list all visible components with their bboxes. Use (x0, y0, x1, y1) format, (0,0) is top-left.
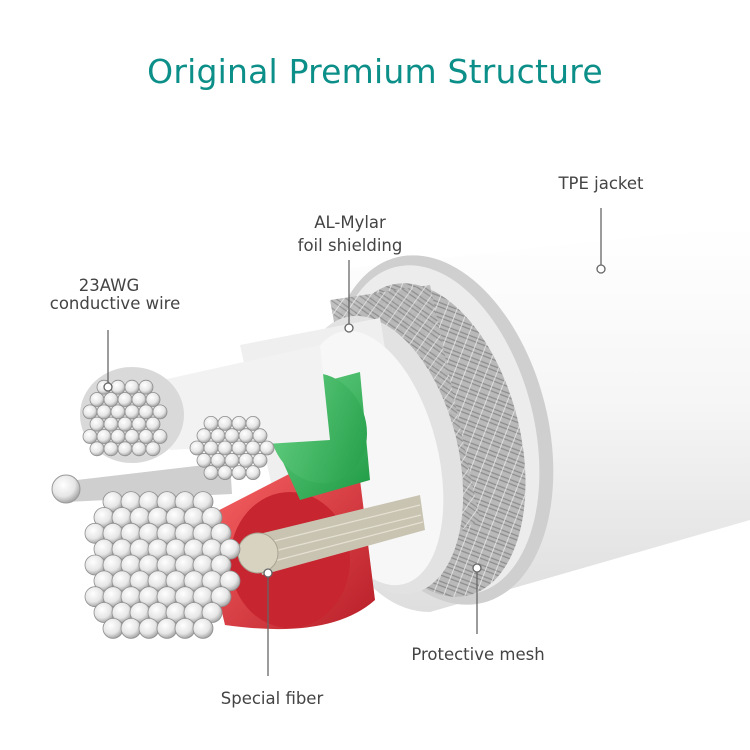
wire-strand-end (210, 586, 232, 608)
wire-strand-end (145, 416, 161, 432)
wire-strand-end (131, 416, 147, 432)
label-awg-line2: conductive wire (49, 294, 181, 313)
wire-strand-end (124, 379, 140, 395)
wire-strand-end (259, 440, 275, 456)
wire-strand-end (138, 379, 154, 395)
wire-strand-end (120, 617, 142, 639)
wire-strand-end (192, 617, 214, 639)
wire-strand-end (252, 428, 268, 444)
label-mylar-line2: foil shielding (297, 236, 403, 255)
wire-strand-end (192, 491, 214, 513)
wire-strand-end (245, 465, 261, 481)
wire-strand-end (210, 522, 232, 544)
wire-strand-end (156, 617, 178, 639)
wire-strand-end (196, 428, 212, 444)
wire-strand-end (110, 404, 126, 420)
drain-wire (51, 462, 232, 504)
dot-tpe (596, 264, 606, 274)
wire-strand-end (201, 602, 223, 623)
special-fiber (237, 495, 425, 575)
wire-strand-end (174, 617, 196, 639)
label-protective-mesh: Protective mesh (411, 645, 545, 664)
wire-strand-end (203, 440, 219, 456)
dot-awg (103, 382, 113, 392)
dot-mesh (472, 563, 482, 573)
wire-strand-end (89, 392, 105, 407)
wire-strand-end (145, 441, 161, 457)
dot-fiber (263, 568, 273, 578)
label-special-fiber: Special fiber (220, 689, 324, 708)
wire-strand-end (124, 404, 140, 420)
wire-strand-end (231, 440, 247, 456)
strands-top-left (82, 379, 168, 457)
wire-strand-end (138, 404, 154, 420)
wire-strand-end (103, 416, 119, 432)
wire-strand-end (138, 429, 154, 444)
strands-red-core (84, 491, 241, 639)
wire-strand-end (96, 404, 112, 420)
wire-strand-end (245, 415, 261, 431)
wire-strand-end (201, 507, 223, 528)
wire-strand-end (103, 392, 119, 407)
wire-strand-end (110, 379, 126, 395)
wire-strand-end (131, 441, 147, 457)
wire-strand-end (238, 428, 254, 444)
wire-strand-end (217, 440, 233, 456)
wire-strand-end (224, 428, 240, 444)
wire-strand-end (252, 452, 268, 468)
wire-strand-end (210, 428, 226, 444)
page-title: Original Premium Structure (147, 52, 603, 91)
wire-strand-end (131, 392, 147, 407)
wire-strand-end (152, 404, 168, 420)
leader-lines (103, 208, 606, 676)
wire-strand-end (210, 452, 226, 468)
wire-strand-end (124, 429, 140, 444)
wire-strand-end (217, 415, 233, 431)
wire-strand-end (224, 452, 240, 468)
wire-strand-end (96, 429, 112, 444)
label-tpe-jacket: TPE jacket (558, 174, 644, 193)
wire-strand-end (110, 429, 126, 444)
wire-strand-end (117, 416, 133, 432)
wire-strand-end (82, 404, 98, 420)
wire-strand-end (152, 429, 168, 444)
wire-strand-end (117, 392, 133, 407)
wire-strand-end (89, 441, 105, 457)
wire-strand-end (82, 429, 98, 444)
wire-strand-end (231, 415, 247, 431)
dot-mylar (344, 323, 354, 333)
wire-strand-end (231, 465, 247, 481)
strands-green-core (189, 415, 275, 481)
wire-strand-end (138, 617, 160, 639)
wire-strand-end (102, 617, 124, 639)
wire-strand-end (189, 440, 205, 456)
label-awg-line1: 23AWG (78, 276, 140, 295)
wire-strand-end (89, 416, 105, 432)
wire-strand-end (210, 554, 232, 576)
wire-strand-end (117, 441, 133, 457)
wire-strand-end (219, 538, 241, 560)
wire-strand-end (219, 570, 241, 592)
wire-strand-end (238, 452, 254, 468)
wire-strand-end (203, 465, 219, 481)
wire-strand-end (196, 452, 212, 468)
wire-strand-end (103, 441, 119, 457)
wire-strand-end (245, 440, 261, 456)
wire-strand-end (203, 415, 219, 431)
label-mylar-line1: AL-Mylar (314, 213, 386, 232)
wire-strand-end (145, 392, 161, 407)
wire-strand-end (217, 465, 233, 481)
